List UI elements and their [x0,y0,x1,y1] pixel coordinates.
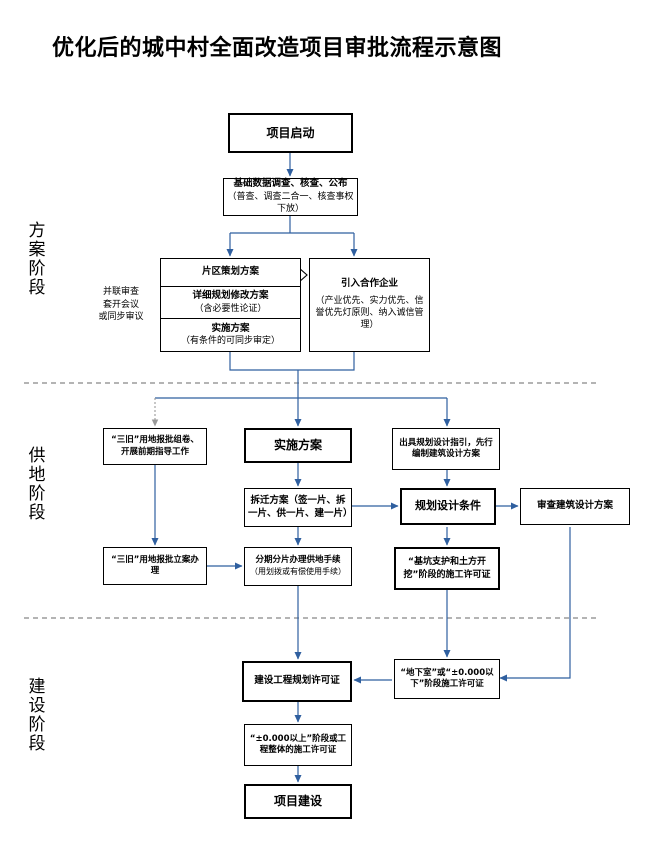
side-note-line: 套开会议 [102,299,139,310]
stage-label-build: 建设阶段 [28,677,46,754]
box-label: 引入合作企业 [340,278,398,290]
box-label: 实施方案 [211,322,250,334]
side-note: 并联审查 套开会议 或同步审议 [86,286,156,324]
page-title: 优化后的城中村全面改造项目审批流程示意图 [52,36,503,61]
box-construction: 项目建设 [244,784,352,819]
box-label: 详细规划修改方案 [192,290,269,302]
stage-label-land: 供地阶段 [28,446,46,523]
box-label: 项目建设 [273,794,322,809]
box-design-guide: 出具规划设计指引，先行编制建筑设计方案 [392,428,500,470]
box-impl-plan-2: 实施方案 [244,428,352,463]
box-label: “±0.000以上”阶段或工程整体的施工许可证 [249,733,347,755]
box-label: 基础数据调查、核查、公布 [233,178,348,190]
box-label: 分期分片办理供地手续 [255,555,341,566]
cell-detail-plan: 详细规划修改方案 （含必要性论证） [161,287,300,319]
box-label: “三旧”用地报批组卷、开展前期指导工作 [111,435,199,457]
box-sublabel: （含必要性论证） [194,303,267,314]
box-label: 审查建筑设计方案 [536,500,613,512]
box-label: “基坑支护和土方开挖”阶段的施工许可证 [403,557,491,580]
box-foundation-permit: “基坑支护和土方开挖”阶段的施工许可证 [394,547,500,590]
branch-survey [230,216,354,234]
box-phased-supply: 分期分片办理供地手续 （用划拨或有偿使用手续） [244,547,352,586]
cell-impl-plan: 实施方案 （有条件的可同步审定） [161,319,300,351]
box-underground-permit: “地下室”或“±0.000以下”阶段施工许可证 [394,659,500,699]
box-relocation: 拆迁方案（签一片、拆一片、供一片、建一片） [244,488,353,527]
box-sublabel: （普查、调查二合一、核查事权下放） [227,192,354,215]
stage-label-plan: 方案阶段 [28,221,46,298]
box-sublabel: （有条件的可同步审定） [180,336,280,347]
box-label: 项目启动 [266,125,315,140]
box-label: 拆迁方案（签一片、拆一片、供一片、建一片） [248,494,353,519]
box-above-permit: “±0.000以上”阶段或工程整体的施工许可证 [244,724,352,766]
side-note-line: 或同步审议 [98,312,144,322]
box-partner: 引入合作企业 （产业优先、实力优先、信誉优先灯原则、纳入诚信管理） [309,258,430,352]
box-sublabel: （产业优先、实力优先、信誉优先灯原则、纳入诚信管理） [315,296,424,331]
merge-plan-stage [229,352,355,398]
box-review-design: 审查建筑设计方案 [520,488,630,525]
box-label: 建设工程规划许可证 [254,675,340,687]
box-label: “三旧”用地报批立案办理 [111,554,199,576]
box-label: “地下室”或“±0.000以下”阶段施工许可证 [400,667,494,689]
arrow-review-to-underground [499,527,571,682]
box-sanjiu-file: “三旧”用地报批立案办理 [103,547,207,585]
box-label: 片区策划方案 [201,266,259,278]
box-build-plan-permit: 建设工程规划许可证 [242,661,352,702]
stage-dividers [24,382,600,619]
side-note-line: 并联审查 [102,287,139,297]
box-sanjiu-approve: “三旧”用地报批组卷、开展前期指导工作 [103,428,207,465]
box-plan-condition: 规划设计条件 [400,488,496,525]
box-sublabel: （用划拨或有偿使用手续） [250,566,346,576]
box-label: 实施方案 [273,438,322,453]
box-label: 出具规划设计指引，先行编制建筑设计方案 [399,437,493,459]
box-label: 规划设计条件 [415,499,481,513]
box-plan-group: 片区策划方案 详细规划修改方案 （含必要性论证） 实施方案 （有条件的可同步审定… [160,258,301,352]
box-project-start: 项目启动 [228,113,353,153]
cell-district-plan: 片区策划方案 [161,259,300,287]
box-survey: 基础数据调查、核查、公布 （普查、调查二合一、核查事权下放） [223,178,358,216]
